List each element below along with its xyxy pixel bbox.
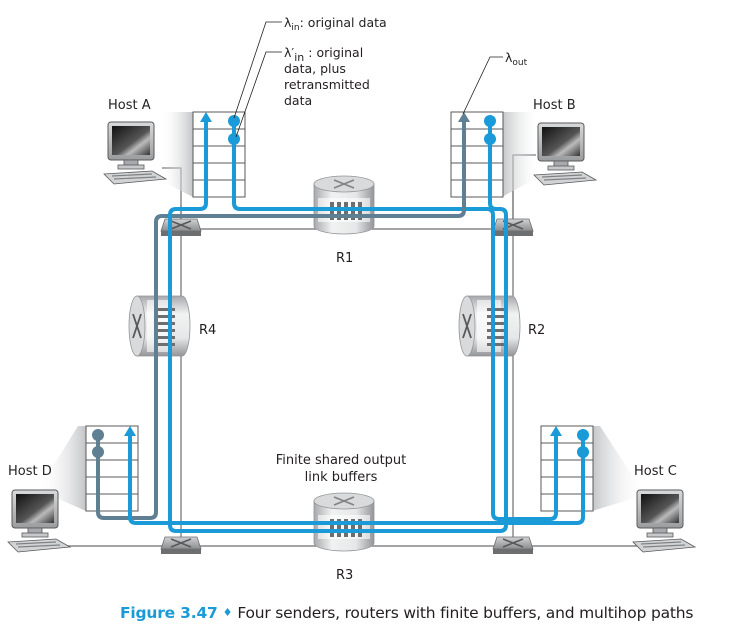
lambda-out-subscript: out — [512, 58, 527, 68]
flow-paths — [96, 120, 585, 533]
lambda-prime-subscript: in — [294, 51, 304, 64]
arrow-icon — [550, 426, 562, 436]
switch-bottom-left — [160, 536, 202, 555]
arrow-icon — [458, 112, 470, 122]
annotation-lambda-in: λin: original data — [284, 15, 387, 33]
path-host-d-to-b — [96, 120, 466, 520]
annotation-lambda-out: λout — [505, 50, 528, 68]
svg-text:λin: original data: λin: original data — [284, 15, 387, 33]
router-icon — [313, 175, 375, 235]
diamond-icon: ♦ — [222, 606, 233, 619]
router-r1-label: R1 — [336, 251, 353, 266]
path-host-a-to-c — [232, 120, 558, 521]
lambda-out-symbol: λ — [505, 50, 513, 65]
router-icon — [458, 295, 521, 357]
svg-text:λout: λout — [505, 50, 528, 68]
lambda-in-text: : original data — [300, 15, 387, 30]
source-dot — [92, 429, 104, 441]
source-dot — [228, 133, 240, 145]
host-b[interactable]: Host B — [533, 98, 597, 186]
lambda-prime-line: retransmitted — [284, 77, 370, 92]
host-b-buffer — [450, 111, 504, 198]
router-r3-label: R3 — [336, 568, 353, 583]
source-dot — [577, 446, 589, 458]
computer-icon — [533, 122, 597, 186]
annotation-buffers: Finite shared output link buffers — [276, 453, 407, 485]
figure-number: Figure 3.47 — [120, 604, 218, 622]
computer-icon — [632, 489, 696, 553]
switch-top-right — [492, 218, 534, 237]
leader-lines — [233, 21, 503, 138]
path-host-c-to-d — [128, 434, 585, 525]
lambda-subscript: in — [291, 23, 299, 33]
caption-text: Four senders, routers with finite buffer… — [237, 604, 694, 622]
source-dot — [228, 115, 240, 127]
host-a[interactable]: Host A — [103, 98, 167, 185]
router-r2[interactable]: R2 — [458, 295, 545, 357]
host-b-shadow — [502, 112, 540, 197]
buffers-label-line: link buffers — [305, 470, 378, 485]
router-r1[interactable]: R1 — [313, 175, 375, 266]
router-icon — [128, 295, 191, 357]
network-diagram: Host A Host B Host C Host D R1 R3 R4 R2 — [7, 15, 696, 583]
router-r4[interactable]: R4 — [128, 295, 216, 357]
switch-bottom-right — [492, 536, 534, 555]
annotation-lambda-in-prime: λ′in : original data, plus retransmitted… — [284, 45, 370, 108]
host-c[interactable]: Host C — [632, 464, 696, 553]
router-r2-label: R2 — [528, 323, 545, 338]
lambda-symbol: λ — [284, 15, 292, 30]
host-b-label: Host B — [533, 98, 576, 113]
source-dot — [484, 133, 496, 145]
lambda-prime-line: data — [284, 93, 312, 108]
lambda-prime-line: data, plus — [284, 61, 346, 76]
host-c-label: Host C — [634, 464, 677, 479]
host-a-shadow — [160, 112, 193, 197]
router-r3[interactable]: R3 — [313, 492, 375, 583]
source-dot — [577, 429, 589, 441]
path-host-b-to-a — [168, 120, 508, 533]
host-c-shadow — [592, 426, 645, 511]
leader-lambda-out — [462, 56, 503, 115]
buffers-label-line: Finite shared output — [276, 453, 407, 468]
source-dot — [92, 446, 104, 458]
lambda-prime-symbol: λ′ — [284, 45, 294, 60]
arrow-icon — [200, 112, 212, 122]
host-d-label: Host D — [8, 464, 52, 479]
host-d[interactable]: Host D — [7, 464, 71, 553]
arrow-icon — [124, 426, 136, 436]
router-r4-label: R4 — [199, 323, 216, 338]
svg-text:λ′in : original: λ′in : original — [284, 45, 363, 64]
leader-lambda-in — [233, 21, 282, 119]
lambda-prime-line: : original — [304, 45, 363, 60]
path-markers — [92, 112, 589, 458]
computer-icon — [103, 121, 167, 185]
host-a-label: Host A — [108, 98, 151, 113]
figure-caption: Figure 3.47 ♦ Four senders, routers with f… — [120, 604, 693, 622]
switch-top-left — [160, 218, 202, 237]
leader-lambda-in-prime — [235, 51, 282, 138]
source-dot — [484, 115, 496, 127]
